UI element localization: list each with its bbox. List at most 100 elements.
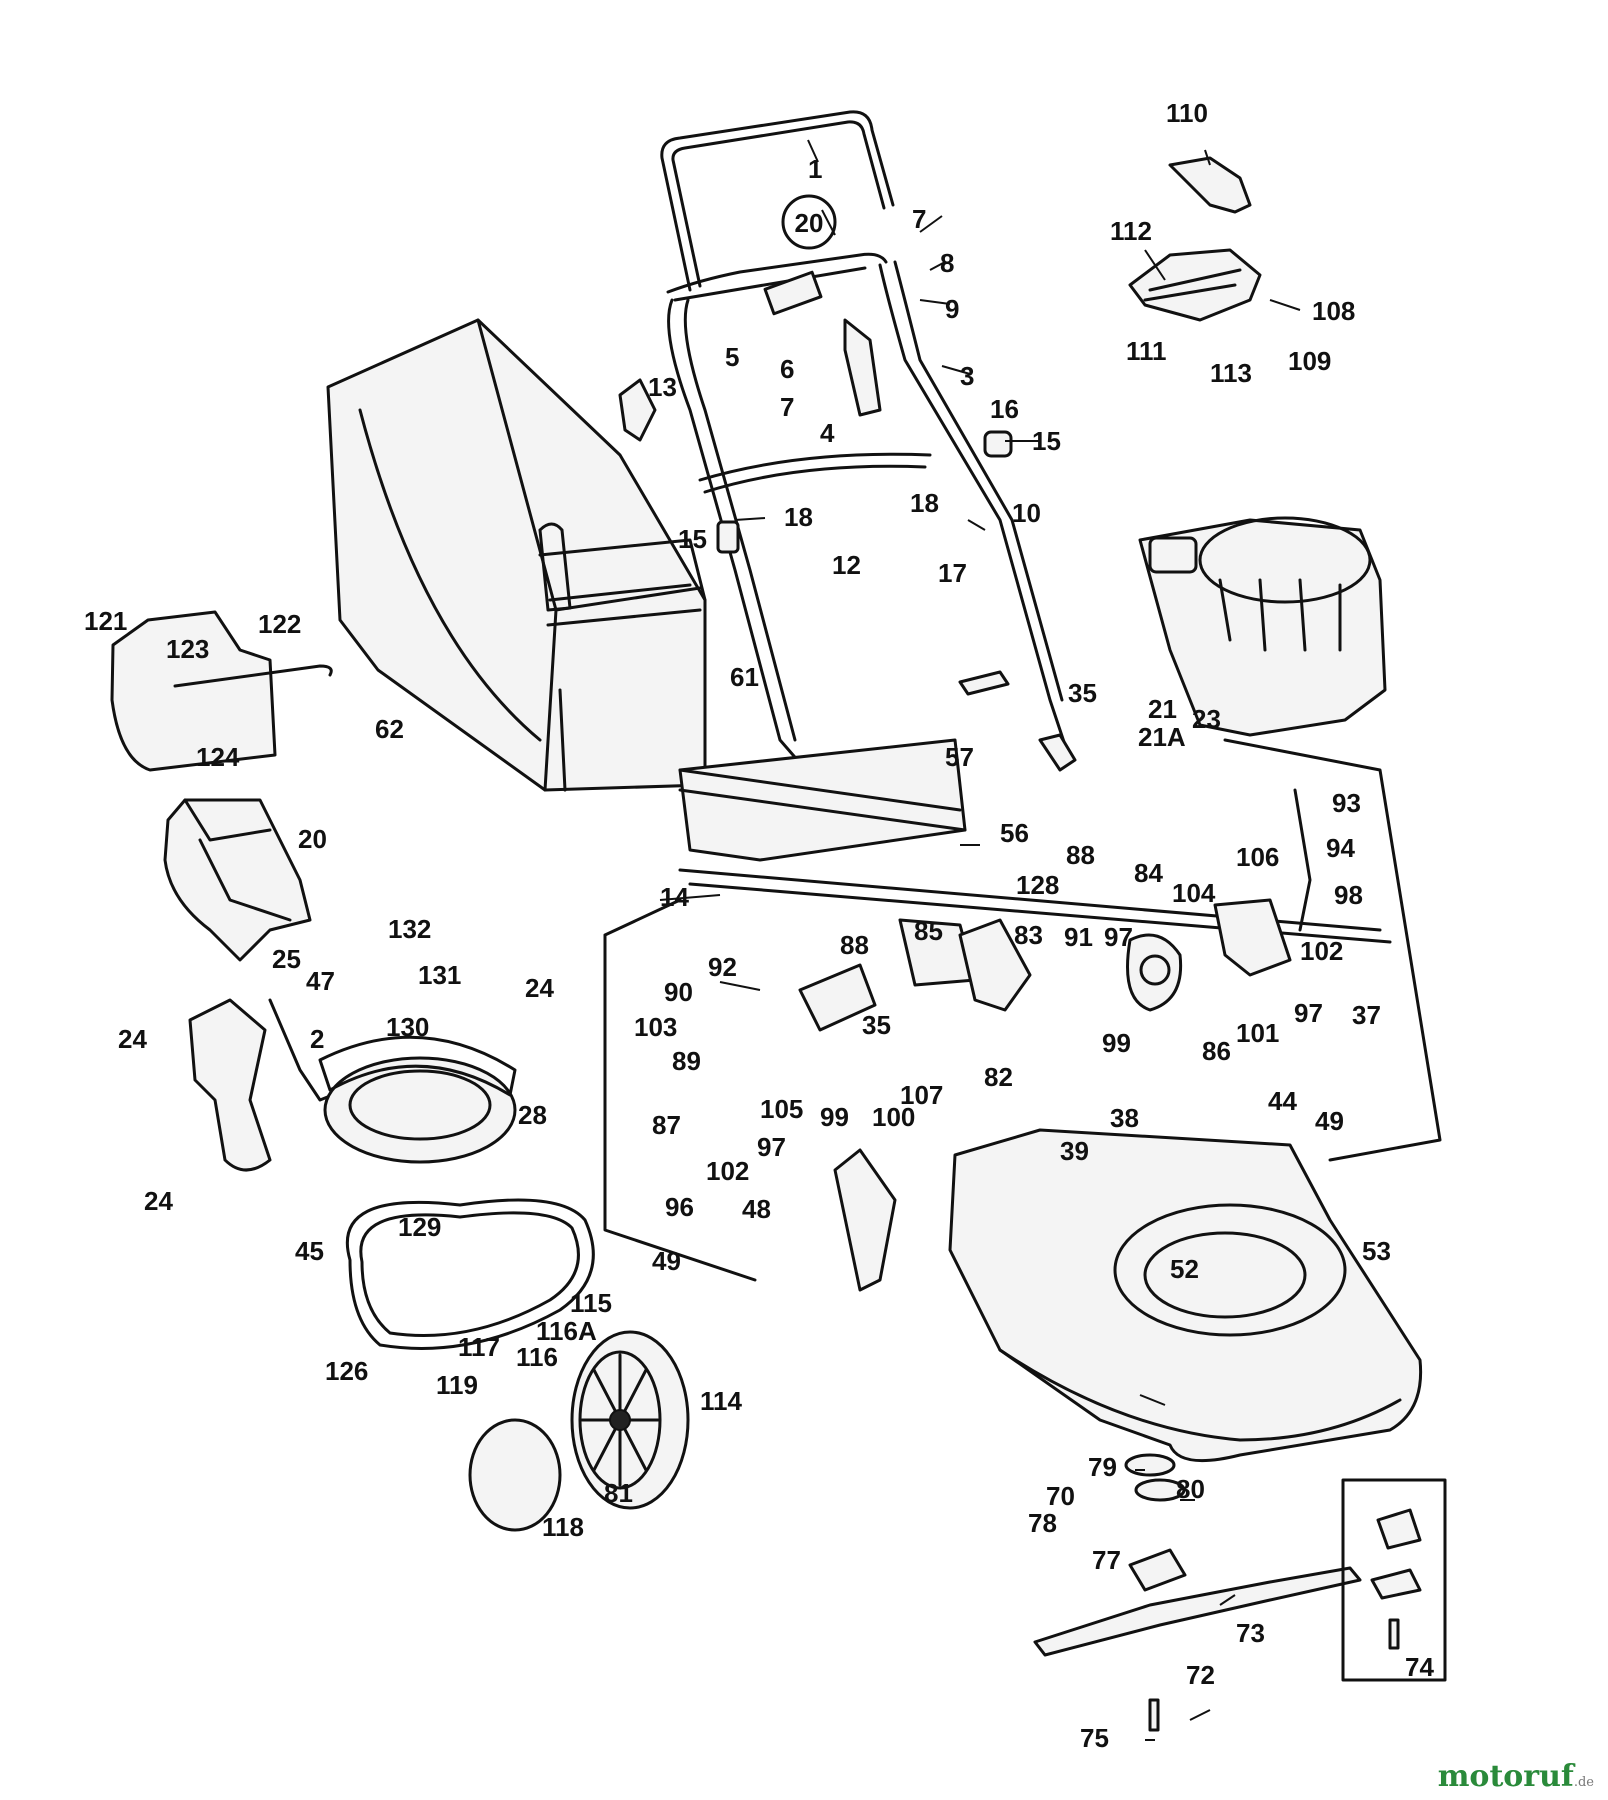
bracket-plate (1213, 898, 1292, 977)
label-85: 85 (914, 916, 943, 946)
label-14: 14 (660, 882, 689, 912)
rear-flap (188, 998, 272, 1172)
label-102a: 102 (1300, 936, 1343, 966)
gear-housing (798, 963, 877, 1032)
label-123: 123 (166, 634, 209, 664)
label-28: 28 (518, 1100, 547, 1130)
label-24b: 24 (118, 1024, 147, 1054)
label-35b: 35 (862, 1010, 891, 1040)
discharge-chute (110, 610, 277, 772)
label-16: 16 (990, 394, 1019, 424)
label-5: 5 (725, 342, 739, 372)
label-100: 100 (872, 1102, 915, 1132)
label-106: 106 (1236, 842, 1279, 872)
label-10: 10 (1012, 498, 1041, 528)
rear-deck-edge (678, 768, 967, 832)
label-15a: 15 (678, 524, 707, 554)
label-88a: 88 (1066, 840, 1095, 870)
label-56: 56 (1000, 818, 1029, 848)
drive-plate (958, 918, 1032, 1012)
label-78: 78 (1028, 1508, 1057, 1538)
label-94: 94 (1326, 833, 1355, 863)
label-113: 113 (1210, 358, 1252, 388)
cable-route (1223, 738, 1442, 1162)
leader-lines (659, 139, 1301, 1741)
part-labels: 20 1 2 3 4 5 6 7 7 8 9 10 12 13 14 15 15… (84, 98, 1434, 1753)
label-24c: 24 (144, 1186, 173, 1216)
label-130: 130 (386, 1012, 429, 1042)
bag-handle (538, 522, 572, 612)
label-99b: 99 (820, 1102, 849, 1132)
label-128: 128 (1016, 870, 1059, 900)
lower-handle-bracket (1038, 733, 1077, 772)
handle-knob-left (716, 520, 740, 554)
label-2: 2 (310, 1024, 324, 1054)
label-102b: 102 (706, 1156, 749, 1186)
label-70: 70 (1046, 1481, 1075, 1511)
label-17: 17 (938, 558, 967, 588)
label-25: 25 (272, 944, 301, 974)
bag-frame (538, 538, 707, 792)
label-72: 72 (1186, 1660, 1215, 1690)
label-89: 89 (672, 1046, 701, 1076)
pulley-hub (1139, 954, 1171, 986)
label-116: 116 (516, 1342, 558, 1372)
inset-adapter (1376, 1508, 1422, 1550)
handle-upper-bar (666, 252, 888, 302)
label-112: 112 (1110, 216, 1152, 246)
inset-washer (1370, 1568, 1422, 1600)
height-adjuster (833, 1148, 897, 1292)
label-97b: 97 (1294, 998, 1323, 1028)
label-3: 3 (960, 361, 974, 391)
label-86: 86 (1202, 1036, 1231, 1066)
label-79: 79 (1088, 1452, 1117, 1482)
label-47: 47 (306, 966, 335, 996)
label-82: 82 (984, 1062, 1013, 1092)
inset-box (1341, 1478, 1447, 1682)
control-box (763, 270, 823, 316)
label-90: 90 (664, 977, 693, 1007)
label-110: 110 (1166, 98, 1208, 128)
label-91: 91 (1064, 922, 1093, 952)
label-116A: 116A (536, 1316, 597, 1346)
deck-shell (948, 1128, 1423, 1463)
deck-opening-inner (1143, 1231, 1307, 1319)
label-117: 117 (458, 1332, 500, 1362)
label-104: 104 (1172, 878, 1216, 908)
label-75: 75 (1080, 1723, 1109, 1753)
label-84: 84 (1134, 858, 1163, 888)
label-6: 6 (780, 354, 794, 384)
engine (1138, 516, 1387, 737)
upper-handle (660, 110, 895, 292)
drive-assembly (603, 738, 1442, 1292)
rear-bracket (268, 998, 347, 1102)
air-filter (1148, 536, 1198, 574)
label-83: 83 (1014, 920, 1043, 950)
frame-line (603, 898, 757, 1282)
label-7a: 7 (780, 392, 794, 422)
mulch-baffle (1128, 248, 1262, 322)
label-80: 80 (1176, 1474, 1205, 1504)
label-126: 126 (325, 1356, 368, 1386)
label-99a: 99 (1102, 1028, 1131, 1058)
mulch-cover (1168, 156, 1252, 214)
label-131: 131 (418, 960, 461, 990)
label-118: 118 (542, 1512, 584, 1542)
label-88b: 88 (840, 930, 869, 960)
label-49a: 49 (1315, 1106, 1344, 1136)
label-114: 114 (700, 1386, 742, 1416)
side-discharge-parts (110, 610, 333, 962)
wheel-hub (609, 1409, 631, 1431)
baffle-ring (323, 1056, 517, 1164)
label-74: 74 (1405, 1652, 1434, 1682)
label-18b: 18 (910, 488, 939, 518)
label-35a: 35 (1068, 678, 1097, 708)
label-20: 20 (298, 824, 327, 854)
label-129: 129 (398, 1212, 441, 1242)
label-49b: 49 (652, 1246, 681, 1276)
label-93: 93 (1332, 788, 1361, 818)
label-81: 81 (604, 1478, 633, 1508)
watermark-tld: .de (1573, 1775, 1594, 1790)
label-108: 108 (1312, 296, 1355, 326)
label-105: 105 (760, 1094, 803, 1124)
